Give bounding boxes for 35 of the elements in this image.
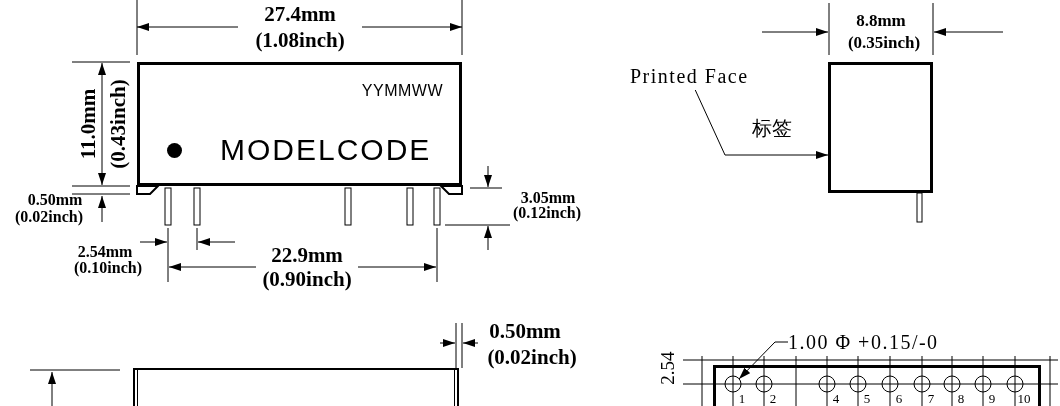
dimension-label: 3.05mm — [520, 190, 576, 206]
dimension-label: (0.43inch) — [107, 79, 129, 169]
dimension-label: 0.50mm — [27, 192, 83, 208]
dimension-label: (1.08inch) — [255, 29, 345, 51]
dimension-label: 0.50mm — [489, 320, 561, 342]
dimension-label: (0.10inch) — [74, 260, 142, 276]
pin-number: 7 — [927, 391, 935, 405]
pin-number: 8 — [957, 391, 965, 405]
pin-number: 2 — [769, 391, 777, 405]
dimension-label: 2.54mm — [77, 244, 133, 260]
dimension-label: 8.8mm — [856, 11, 906, 29]
callout-text: 标签 — [752, 118, 792, 138]
dimension-label: (0.90inch) — [262, 268, 352, 290]
pin-number: 10 — [1017, 391, 1031, 405]
pin-number: 4 — [832, 391, 840, 405]
dimension-label: (0.02inch) — [487, 346, 577, 368]
module-side-view — [828, 62, 933, 193]
dimension-label: 27.4mm — [264, 3, 336, 25]
leader-line — [694, 89, 829, 159]
dimension-label: 22.9mm — [271, 244, 343, 266]
pin-number: 5 — [863, 391, 871, 405]
dimension-label: 11.0mm — [77, 88, 99, 160]
module-front-view — [137, 62, 462, 186]
dimension-label: (0.35inch) — [847, 33, 921, 51]
callout-text: Printed Face — [630, 62, 749, 90]
marking-text: YYMMWW — [361, 83, 443, 99]
marking-text: MODELCODE — [220, 135, 432, 165]
pin-number: 6 — [895, 391, 903, 405]
pin-number: 1 — [738, 391, 746, 405]
dimension-label: 2.54 — [657, 351, 677, 385]
callout-text: 1.00 Φ +0.15/-0 — [788, 330, 939, 354]
pin-number: 9 — [988, 391, 996, 405]
dimension-label: (0.12inch) — [513, 205, 581, 221]
dimension-label: (0.02inch) — [15, 209, 83, 225]
leader-line — [738, 341, 789, 380]
